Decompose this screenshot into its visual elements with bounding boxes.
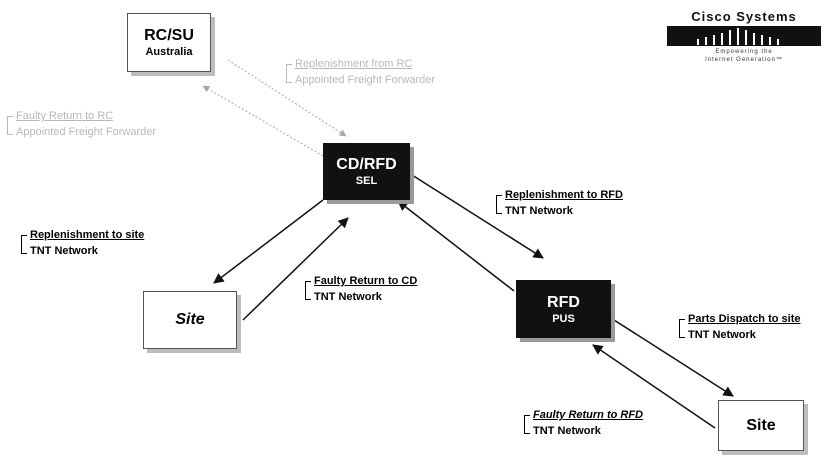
- label-replenish-rfd: Replenishment to RFD TNT Network: [496, 188, 666, 222]
- arrow-rc-to-cd: [227, 59, 347, 137]
- arrow-rfd-to-site: [613, 319, 734, 397]
- arrow-cd-to-rc: [202, 85, 331, 161]
- label-replenish-site-line1: Replenishment to site: [30, 229, 145, 241]
- label-faulty-return-rc-line2: Appointed Freight Forwarder: [16, 126, 157, 138]
- node-rcsu-title: RC/SU: [144, 27, 194, 44]
- label-faulty-return-rc-line1: Faulty Return to RC: [16, 110, 114, 122]
- logo-tagline-1: Empowering the: [715, 49, 773, 55]
- arrow-cd-to-site: [213, 199, 324, 284]
- label-replenish-from-rc-line1: Replenishment from RC: [295, 58, 413, 70]
- node-site-right-title: Site: [746, 416, 776, 434]
- label-faulty-return-rfd-line1: Faulty Return to RFD: [533, 409, 643, 421]
- node-rcsu: RC/SU Australia: [127, 13, 211, 72]
- arrow-site-to-cd: [242, 217, 349, 321]
- label-parts-dispatch: Parts Dispatch to site TNT Network: [679, 312, 829, 346]
- node-cdrfd-title: CD/RFD: [336, 156, 397, 173]
- label-replenish-from-rc-line2: Appointed Freight Forwarder: [295, 74, 436, 86]
- arrow-rfd-to-cd: [397, 200, 515, 292]
- label-faulty-return-cd-line2: TNT Network: [314, 291, 382, 303]
- node-cdrfd: CD/RFD SEL: [323, 143, 410, 200]
- node-site-right: Site: [718, 400, 804, 451]
- cisco-logo: Cisco Systems Empowering the Internet Ge…: [667, 9, 821, 65]
- node-rfd: RFD PUS: [516, 280, 611, 338]
- logo-bars-icon: [667, 26, 821, 46]
- label-faulty-return-rfd-line2: TNT Network: [533, 425, 601, 437]
- node-site-left: Site: [143, 291, 237, 349]
- label-faulty-return-cd-line1: Faulty Return to CD: [314, 275, 418, 287]
- node-rcsu-subtitle: Australia: [145, 46, 193, 58]
- node-rfd-subtitle: PUS: [552, 312, 575, 325]
- node-rfd-title: RFD: [547, 293, 580, 311]
- label-replenish-rfd-line2: TNT Network: [505, 205, 573, 217]
- logo-tagline-2: Internet Generation™: [705, 57, 783, 63]
- node-site-left-title: Site: [175, 311, 205, 328]
- label-replenish-from-rc: Replenishment from RC Appointed Freight …: [286, 57, 486, 91]
- label-faulty-return-rfd: Faulty Return to RFD TNT Network: [524, 408, 684, 442]
- label-parts-dispatch-line1: Parts Dispatch to site: [688, 313, 801, 325]
- arrow-cd-to-rfd: [411, 174, 544, 259]
- label-faulty-return-cd: Faulty Return to CD TNT Network: [305, 274, 445, 308]
- arrow-site-to-rfd: [592, 344, 716, 429]
- node-cdrfd-subtitle: SEL: [355, 175, 378, 187]
- label-faulty-return-rc: Faulty Return to RC Appointed Freight Fo…: [7, 109, 217, 143]
- label-replenish-site-line2: TNT Network: [30, 245, 98, 257]
- label-replenish-rfd-line1: Replenishment to RFD: [505, 189, 623, 201]
- logo-wordmark: Cisco Systems: [691, 9, 797, 24]
- label-replenish-site: Replenishment to site TNT Network: [21, 228, 191, 262]
- label-parts-dispatch-line2: TNT Network: [688, 329, 756, 341]
